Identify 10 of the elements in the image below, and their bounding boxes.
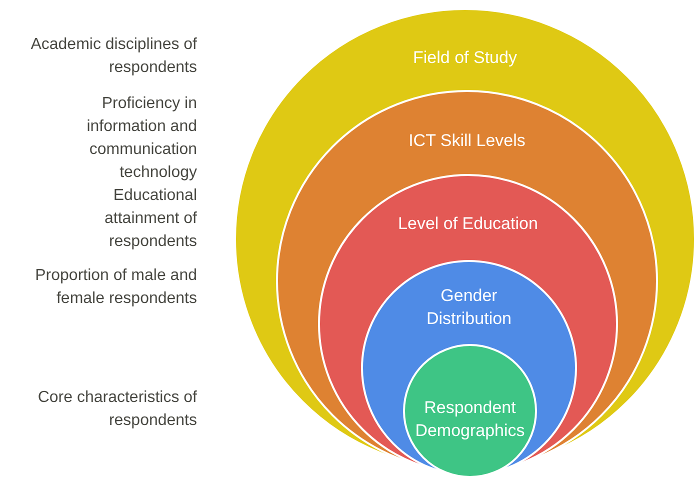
description-text: Proportion of male and female respondents (34, 266, 197, 309)
description-text: Academic disciplines of respondents (30, 35, 197, 78)
description-text: Proficiency in information and communication technology (86, 94, 197, 183)
description-text: Core characteristics of respondents (36, 388, 197, 431)
description-text: Educational attainment of respondents (104, 186, 197, 252)
ring-label: Field of Study (412, 47, 518, 69)
ring-label: Respondent Demographics (414, 397, 526, 442)
ring-label: ICT Skill Levels (408, 130, 526, 152)
ring-label: Level of Education (397, 213, 539, 235)
ring-label: Gender Distribution (425, 285, 513, 330)
